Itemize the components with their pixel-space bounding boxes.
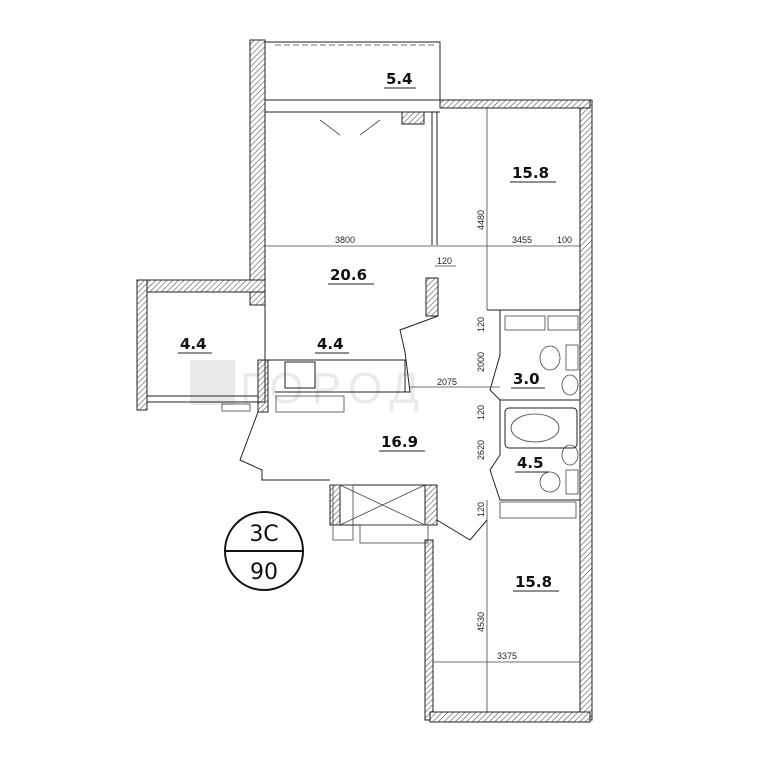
area-hall: 16.9 (381, 433, 418, 451)
outlines (146, 41, 580, 712)
svg-text:2620: 2620 (476, 440, 486, 460)
svg-text:120: 120 (476, 405, 486, 420)
walls (136, 39, 593, 723)
apartment-type: 3C (249, 522, 278, 547)
svg-text:4480: 4480 (476, 210, 486, 230)
svg-text:120: 120 (476, 502, 486, 517)
area-bedroom-top: 15.8 (512, 164, 549, 182)
apartment-badge: 3C 90 (224, 511, 304, 591)
watermark: ГОРОД (190, 360, 427, 413)
area-loggia: 4.4 (180, 335, 207, 353)
svg-text:2075: 2075 (437, 377, 457, 387)
svg-text:3800: 3800 (335, 235, 355, 245)
apartment-area: 90 (250, 560, 278, 585)
svg-text:120: 120 (476, 317, 486, 332)
area-wc: 3.0 (513, 370, 540, 388)
svg-text:3375: 3375 (497, 651, 517, 661)
area-balcony: 5.4 (386, 70, 413, 88)
svg-text:120: 120 (437, 256, 452, 266)
area-bathroom: 4.5 (517, 454, 544, 472)
svg-text:3455: 3455 (512, 235, 532, 245)
area-kitchen: 4.4 (317, 335, 344, 353)
area-living: 20.6 (330, 266, 367, 284)
svg-text:4530: 4530 (476, 612, 486, 632)
area-bedroom-bottom: 15.8 (515, 573, 552, 591)
room-labels: 5.4 15.8 20.6 4.4 4.4 3.0 16.9 4.5 15.8 (178, 70, 559, 592)
dimension-labels: 3800 3455 100 120 4480 120 2000 2075 120… (335, 210, 572, 661)
svg-text:2000: 2000 (476, 352, 486, 372)
svg-text:ГОРОД: ГОРОД (240, 364, 427, 413)
svg-text:100: 100 (557, 235, 572, 245)
